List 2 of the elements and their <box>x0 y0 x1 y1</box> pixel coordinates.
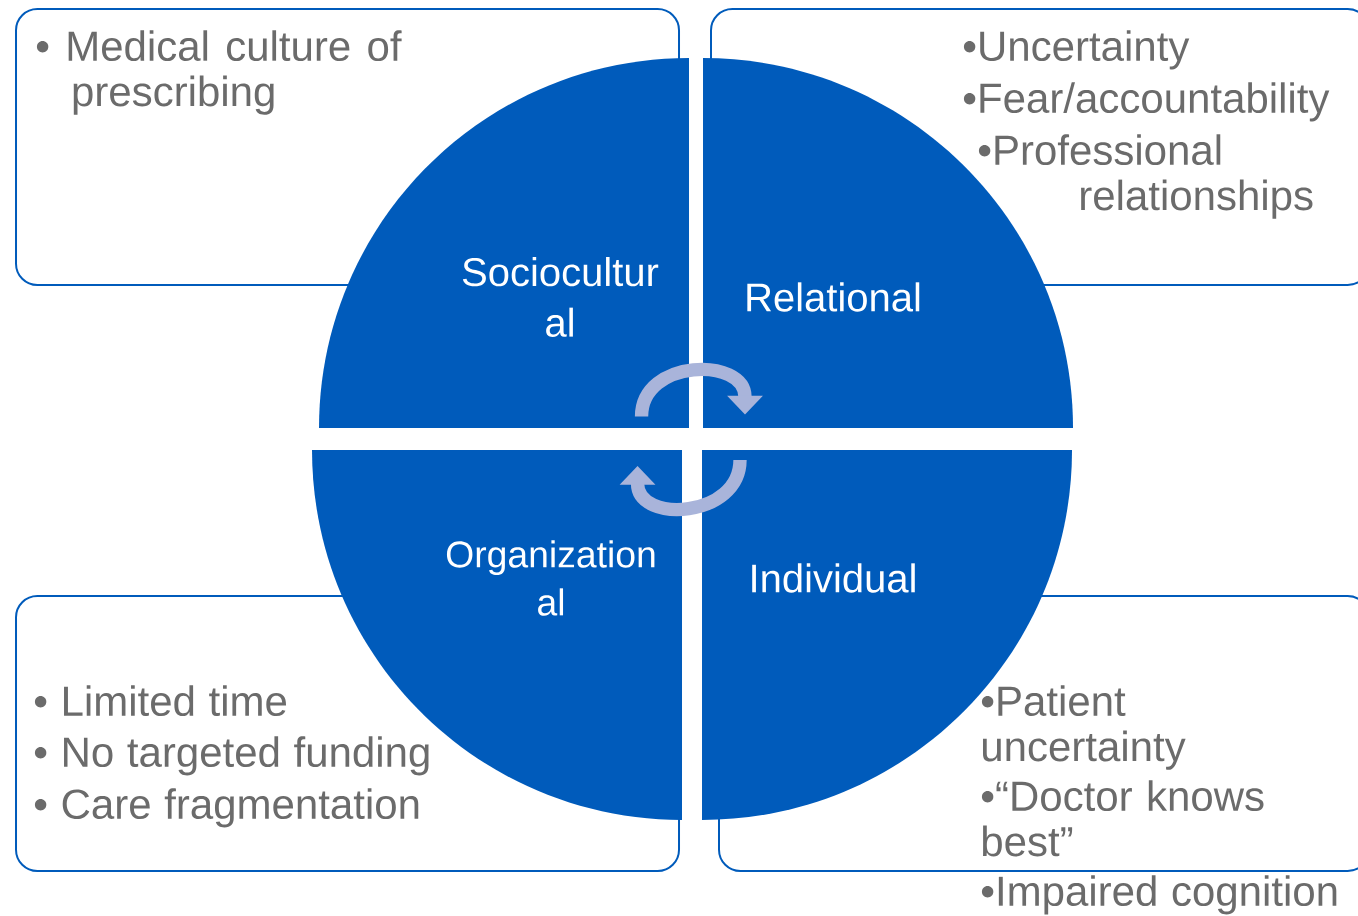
bullet-text: • Limited time <box>34 685 286 717</box>
bullet-text: •Impaired cognition <box>981 875 1337 915</box>
